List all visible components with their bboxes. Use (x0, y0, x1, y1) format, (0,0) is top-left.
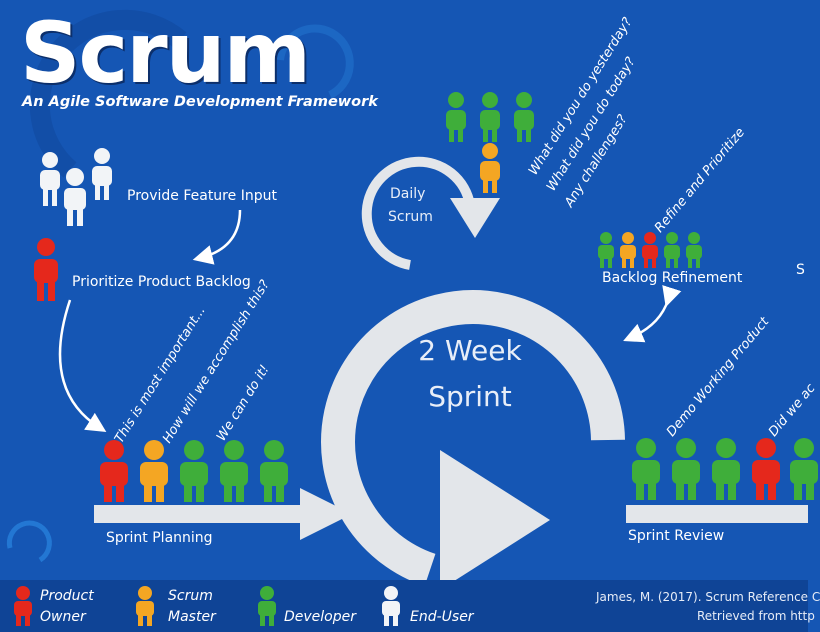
legend-scrum-master-1: Scrum (168, 588, 213, 604)
step-prioritize-backlog: Prioritize Product Backlog (72, 274, 251, 290)
footer-bar (0, 580, 808, 632)
decorative-cycle-icon (29, 9, 354, 178)
step-sprint-review: Sprint Review (628, 528, 725, 544)
page-subtitle: An Agile Software Development Framework (22, 94, 378, 110)
legend-developer-icon (258, 586, 276, 626)
legend-product-owner-1: Product (40, 588, 94, 604)
legend-scrum-master-icon (136, 586, 154, 626)
page-title: Scrum (20, 4, 311, 102)
sprint-planning-arrow (94, 488, 352, 540)
daily-scrum-loop (361, 156, 500, 270)
cut-off-label: S (796, 262, 805, 278)
daily-scrum-label-2: Scrum (388, 209, 433, 225)
citation-line-2: Retrieved from http (697, 609, 815, 623)
daily-scrum-label-1: Daily (390, 186, 426, 202)
step-backlog-refinement: Backlog Refinement (602, 270, 743, 286)
product-owner-figure (34, 238, 58, 301)
sprint-review-arrow (626, 505, 808, 523)
review-team (632, 438, 818, 500)
daily-team (446, 92, 534, 193)
arrow-input-to-backlog (192, 209, 242, 265)
legend-end-user-icon (382, 586, 400, 626)
citation-line-1: James, M. (2017). Scrum Reference C (596, 590, 820, 604)
sprint-cycle (321, 290, 625, 590)
sprint-label-1: 2 Week (418, 334, 522, 367)
step-sprint-planning: Sprint Planning (106, 530, 213, 546)
legend-product-owner-2: Owner (40, 609, 86, 625)
refinement-double-arrow (623, 285, 682, 343)
footer-cycle-icon (6, 520, 52, 563)
legend-scrum-master-2: Master (168, 609, 216, 625)
arrow-backlog-to-planning (58, 299, 107, 433)
step-feature-input: Provide Feature Input (127, 188, 277, 204)
legend-developer: Developer (284, 609, 357, 625)
legend-product-owner-icon (14, 586, 32, 626)
end-user-group (40, 148, 112, 226)
sprint-label-2: Sprint (428, 380, 512, 413)
refinement-team (598, 232, 702, 268)
planning-team (100, 440, 288, 502)
legend-end-user: End-User (410, 609, 474, 625)
